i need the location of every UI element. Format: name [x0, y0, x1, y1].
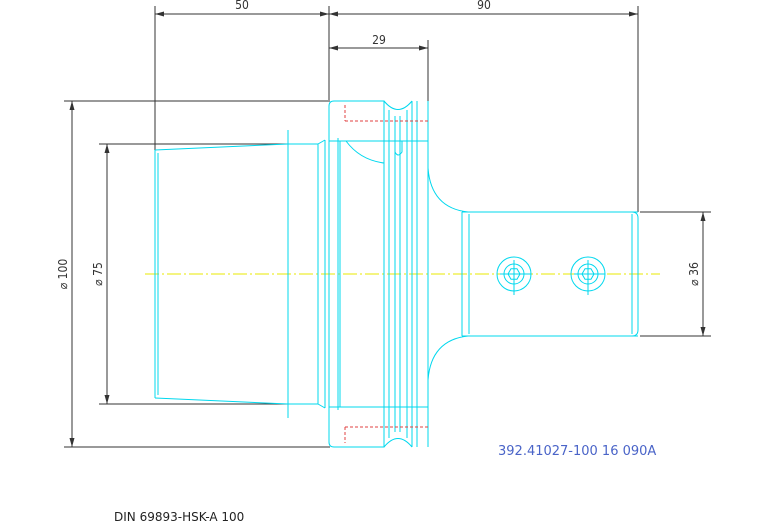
standard-label: DIN 69893-HSK-A 100: [114, 510, 244, 523]
dimension-arrows: [69, 11, 706, 447]
part-number: 392.41027-100 16 090A: [498, 444, 656, 459]
dim-total-length: 90: [477, 0, 491, 12]
dim-flange-diameter: ⌀ 100: [56, 259, 70, 290]
tool-holder-outline: [154, 100, 639, 448]
dim-taper-diameter: ⌀ 75: [91, 262, 105, 286]
cylindrical-shank: [461, 211, 639, 337]
hsk-taper: [154, 130, 326, 418]
flange: [328, 100, 429, 448]
dimension-lines: [64, 6, 711, 448]
dim-taper-length: 50: [235, 0, 249, 12]
dim-shank-diameter: ⌀ 36: [687, 262, 701, 286]
shank-transition: [427, 167, 469, 381]
clamping-screw-1: [496, 256, 532, 295]
dim-flange-length: 29: [372, 33, 386, 47]
hidden-lines: [344, 105, 428, 443]
clamping-screw-2: [570, 256, 606, 295]
